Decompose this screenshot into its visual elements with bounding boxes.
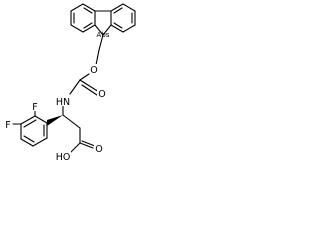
fluorene-five-ring bbox=[94, 10, 112, 36]
fmoc-linker bbox=[62, 34, 104, 116]
acid-oxygen-label: O bbox=[95, 144, 102, 155]
hydroxyl-label: HO bbox=[56, 152, 71, 163]
fluorine-top-label: F bbox=[32, 102, 37, 113]
structure-drawing: Abs O O HN F F HO O bbox=[3, 3, 136, 163]
fluorene-right-ring bbox=[110, 3, 136, 33]
molecule-canvas: Abs O O HN F F HO O bbox=[0, 0, 157, 170]
fluorine-left-label: F bbox=[5, 120, 10, 131]
amine-label: HN bbox=[56, 97, 70, 108]
carbonyl-oxygen-label: O bbox=[98, 89, 105, 100]
stereo-wedge bbox=[47, 115, 63, 126]
fluorene-left-ring bbox=[70, 3, 96, 33]
backbone bbox=[47, 114, 96, 153]
ester-oxygen-label: O bbox=[90, 65, 97, 76]
difluorophenyl-ring bbox=[12, 110, 48, 147]
stereo-label: Abs bbox=[97, 31, 110, 39]
